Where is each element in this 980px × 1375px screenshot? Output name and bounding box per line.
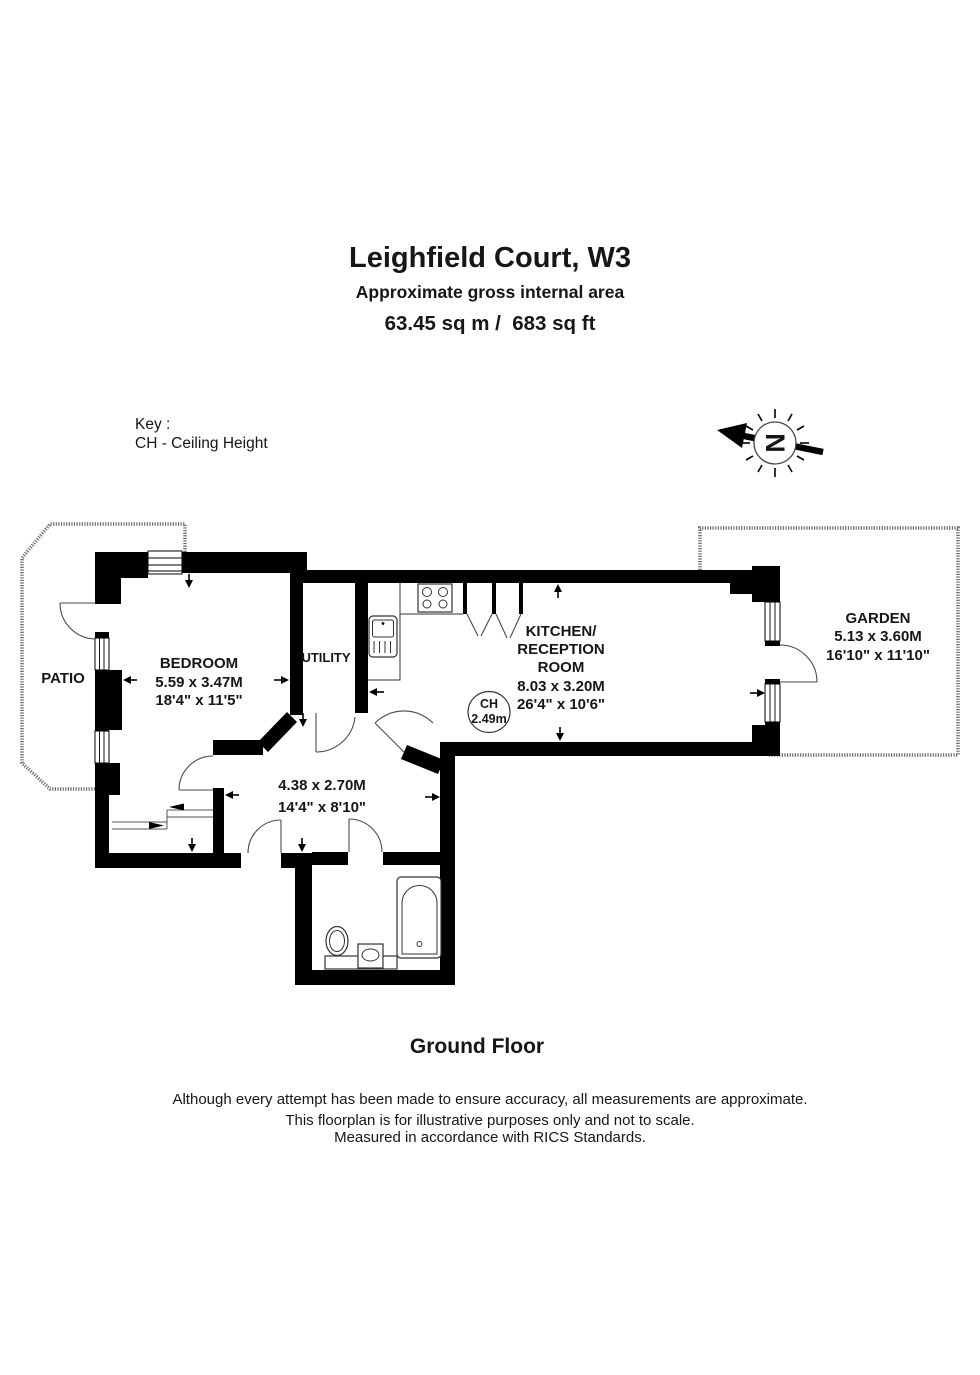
sink-icon (368, 615, 398, 658)
kitchen-door-icon (374, 710, 434, 753)
patio-outline (20, 522, 187, 791)
garden-outline (698, 526, 960, 757)
north-letter: N (760, 433, 790, 453)
ceiling-height-label: CH (480, 697, 498, 711)
key-entry-ceiling-height: CH - Ceiling Height (135, 435, 268, 452)
kitchen-right-window-upper-icon (764, 601, 781, 642)
page-title: Leighfield Court, W3 (349, 242, 631, 274)
page-subtitle: Approximate gross internal area (356, 282, 625, 302)
basin-icon (357, 943, 384, 969)
total-area: 63.45 sq m / 683 sq ft (385, 312, 596, 335)
kitchen-fixtures (368, 583, 463, 681)
toilet-icon (325, 925, 349, 957)
kitchen-counter (368, 583, 401, 681)
kitchen-size-imperial: 26'4" x 10'6" (517, 696, 605, 713)
disclaimer-line1: Although every attempt has been made to … (172, 1091, 807, 1108)
hallway-size-imperial: 14'4" x 8'10" (278, 799, 366, 816)
kitchen-cupboard-doors-icon (466, 613, 522, 639)
kitchen-label-line2: RECEPTION (517, 641, 605, 658)
key-block: Key : CH - Ceiling Height (135, 416, 268, 452)
garden-size-metric: 5.13 x 3.60M (834, 628, 922, 645)
garden-label: GARDEN (845, 610, 910, 627)
bedroom-left-window-upper-icon (94, 637, 110, 671)
windows (94, 550, 781, 764)
bedroom-door-icon (178, 755, 214, 791)
utility-door-icon (315, 713, 356, 753)
title-block: Leighfield Court, W3 Approximate gross i… (349, 242, 631, 335)
disclaimer-line2: This floorplan is for illustrative purpo… (285, 1112, 694, 1129)
doors (59, 602, 818, 854)
kitchen-right-window-lower-icon (764, 683, 781, 723)
kitchen-label-line3: ROOM (538, 659, 585, 676)
walls (95, 552, 780, 985)
bedroom-left-window-lower-icon (94, 730, 110, 764)
ceiling-height-value: 2.49m (471, 712, 506, 726)
kitchen-size-metric: 8.03 x 3.20M (517, 678, 605, 695)
hallway-size-metric: 4.38 x 2.70M (278, 777, 366, 794)
entrance-door-icon (247, 819, 282, 854)
disclaimer: Although every attempt has been made to … (172, 1091, 807, 1146)
patio-label: PATIO (41, 670, 85, 687)
step-marks (112, 803, 213, 830)
ceiling-height-badge: CH 2.49m (467, 690, 511, 734)
floor-label: Ground Floor (410, 1035, 544, 1058)
garden-size-imperial: 16'10" x 11'10" (826, 647, 930, 664)
bedroom-label: BEDROOM (160, 655, 238, 672)
bedroom-size-imperial: 18'4" x 11'5" (155, 692, 242, 709)
bathroom-fixtures (324, 876, 442, 970)
patio-door-icon (59, 602, 96, 640)
utility-label: UTILITY (301, 650, 350, 665)
disclaimer-line3: Measured in accordance with RICS Standar… (334, 1129, 646, 1146)
hob-icon (417, 583, 453, 613)
north-compass-icon: N (717, 409, 824, 477)
bathtub-icon (396, 876, 442, 959)
bedroom-top-window-icon (147, 550, 183, 575)
garden-door-icon (779, 644, 818, 683)
bedroom-size-metric: 5.59 x 3.47M (155, 674, 243, 691)
kitchen-label-line1: KITCHEN/ (526, 623, 598, 640)
key-heading: Key : (135, 416, 170, 433)
dimension-arrows (123, 574, 765, 852)
room-labels: PATIO BEDROOM 5.59 x 3.47M 18'4" x 11'5"… (41, 610, 930, 816)
bathroom-door-icon (348, 818, 383, 853)
